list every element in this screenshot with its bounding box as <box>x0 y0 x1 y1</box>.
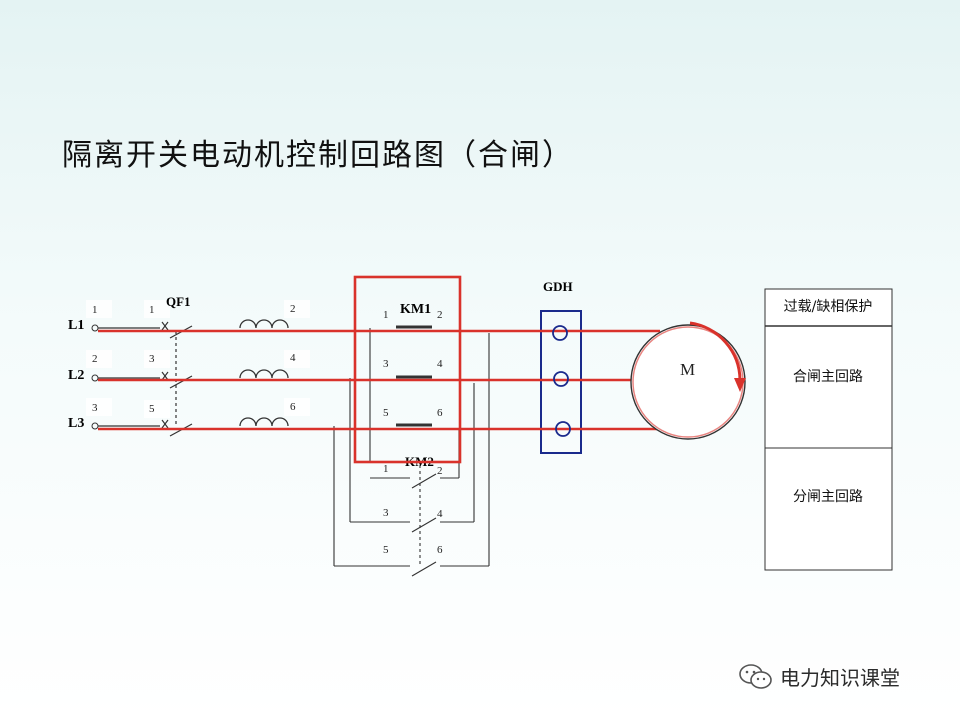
active-path <box>98 329 660 431</box>
km1-in-number: 1 <box>383 309 389 321</box>
watermark-text: 电力知识课堂 <box>780 666 900 690</box>
line-label-l1: L1 <box>68 318 84 333</box>
coil-out-number: 6 <box>290 401 296 413</box>
km2-out-number: 2 <box>437 465 443 477</box>
side-panel-open-circuit: 分闸主回路 <box>793 489 863 505</box>
km2-out-number: 4 <box>437 508 443 520</box>
terminal-l1 <box>91 324 99 332</box>
rotation-arrow-head <box>734 378 746 392</box>
coil-out-number: 4 <box>290 352 296 364</box>
terminal-number: 2 <box>92 353 98 365</box>
qf1-in-number: 3 <box>149 353 155 365</box>
km1-out-number: 4 <box>437 358 443 370</box>
side-panel-close-circuit: 合闸主回路 <box>793 369 863 385</box>
km2-contact <box>411 473 437 489</box>
qf1-in-number: 1 <box>149 304 155 316</box>
line-label-l2: L2 <box>68 368 84 383</box>
km2-in-number: 5 <box>383 544 389 556</box>
km2-in-number: 3 <box>383 507 389 519</box>
qf1-contact <box>169 375 193 389</box>
watermark: 电力知识课堂 <box>738 662 900 691</box>
gdh-terminals <box>552 325 571 437</box>
gdh-label: GDH <box>543 279 573 294</box>
terminal-number: 1 <box>92 304 98 316</box>
side-panel-header: 过载/缺相保护 <box>784 299 873 315</box>
km2-in-number: 1 <box>383 463 389 475</box>
km2-wiring <box>333 328 490 577</box>
km2-contact <box>411 561 437 577</box>
slide-title: 隔离开关电动机控制回路图（合闸） <box>62 138 574 173</box>
coil-out-number: 2 <box>290 303 296 315</box>
side-panel <box>764 288 893 571</box>
terminal-l2 <box>91 374 99 382</box>
km1-out-number: 2 <box>437 309 443 321</box>
rotation-arrow <box>689 321 742 381</box>
km2-contact <box>411 517 437 533</box>
km1-label: KM1 <box>400 302 431 317</box>
km1-out-number: 6 <box>437 407 443 419</box>
km1-in-number: 3 <box>383 358 389 370</box>
km2-out-number: 6 <box>437 544 443 556</box>
motor-symbol <box>630 324 746 440</box>
km1-highlight-frame <box>353 275 462 464</box>
km1-contacts <box>396 325 432 427</box>
qf1-in-number: 5 <box>149 403 155 415</box>
qf1-label: QF1 <box>166 294 191 309</box>
gdh-box <box>540 310 582 454</box>
line-label-l3: L3 <box>68 416 84 431</box>
terminal-l3 <box>91 422 99 430</box>
wechat-icon <box>739 663 772 689</box>
thermal-relay-coils <box>239 319 289 427</box>
km1-in-number: 5 <box>383 407 389 419</box>
motor-label: M <box>680 360 695 379</box>
terminal-number: 3 <box>92 402 98 414</box>
